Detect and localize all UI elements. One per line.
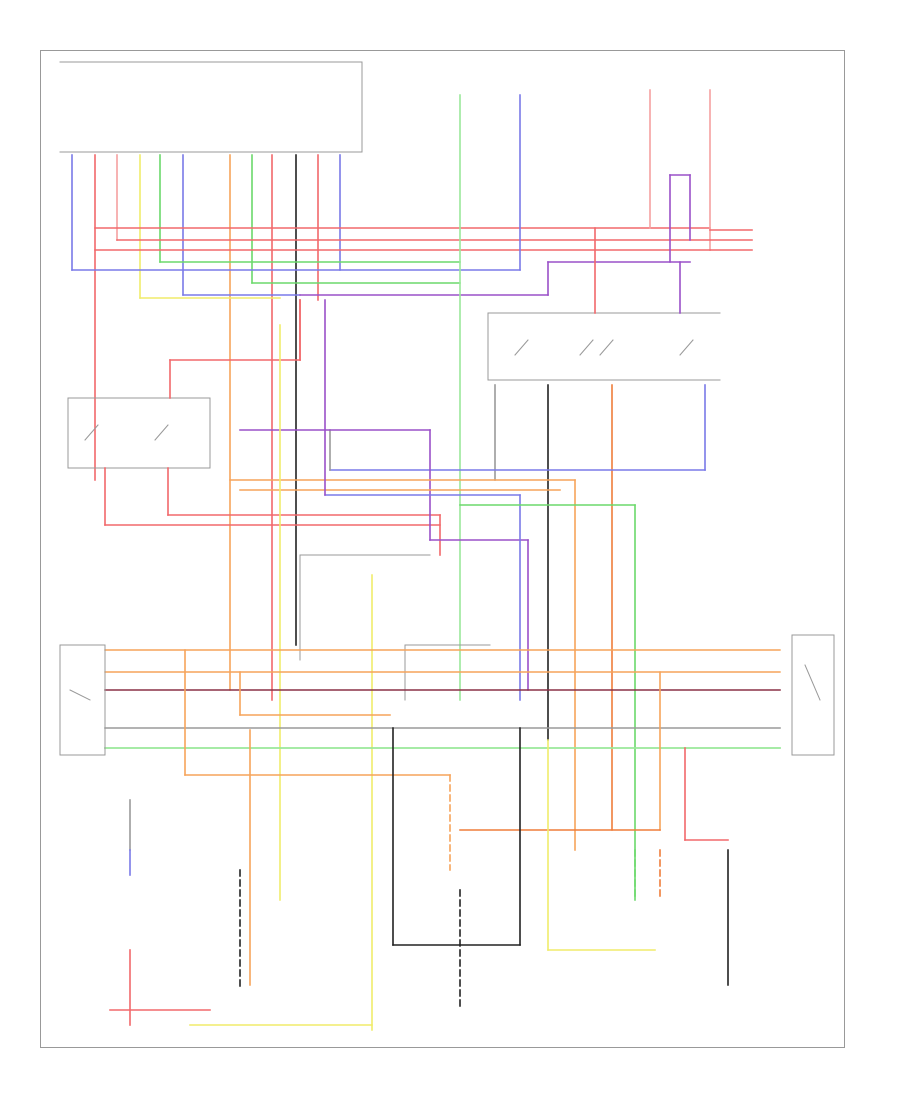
combination-switch [487, 312, 721, 381]
diagram-frame [40, 50, 845, 1048]
left-headlight-connector [59, 644, 106, 756]
fuse-feeds [459, 89, 753, 701]
headlight-runs [104, 649, 781, 841]
dimmer-switch [67, 397, 211, 469]
combination-switch-wires [329, 227, 706, 831]
top-connector [59, 61, 363, 153]
connector-pin-wires [71, 154, 341, 701]
right-headlight-connector [791, 634, 835, 756]
center-module [299, 554, 491, 701]
bottom-wires [109, 727, 729, 1026]
upper-buses [71, 174, 711, 296]
main-runs [139, 297, 636, 1031]
